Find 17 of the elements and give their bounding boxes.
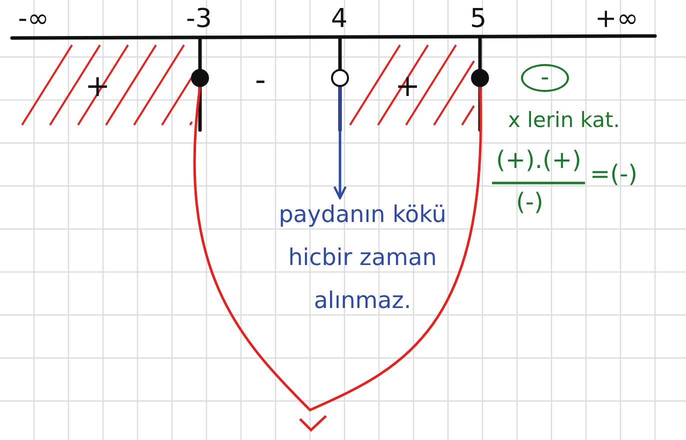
axis-label: -∞ [18, 6, 50, 32]
circled-sign: - [521, 64, 569, 92]
note-text: x lerin kat. [508, 110, 620, 131]
axis-label: 5 [470, 6, 487, 32]
axis-label: +∞ [595, 6, 638, 32]
axis-label: 4 [331, 6, 348, 32]
note-text: paydanın kökü hicbir zaman alınmaz. [255, 194, 470, 323]
arrow [333, 87, 347, 200]
fraction-numerator: (+).(+) [496, 148, 582, 172]
sign-label: - [255, 66, 266, 96]
open-point-marker [331, 69, 349, 87]
point-marker [191, 69, 209, 87]
equation-result: =(-) [590, 162, 638, 186]
axis-label: -3 [186, 6, 212, 32]
fraction-denominator: (-) [516, 190, 544, 214]
point-marker [471, 69, 489, 87]
connector-curve [193, 86, 482, 412]
